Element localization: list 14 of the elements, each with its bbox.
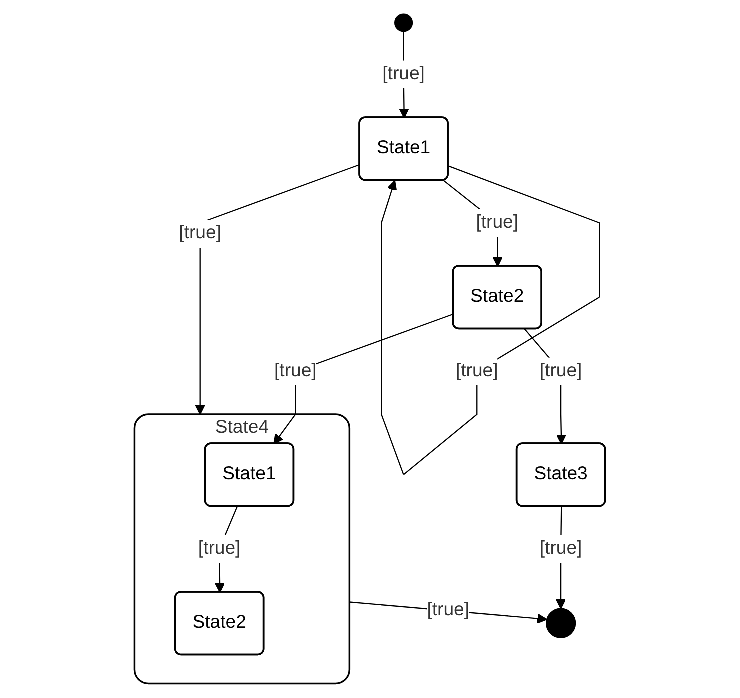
cluster bbox=[134, 414, 351, 685]
arrow bbox=[195, 164, 360, 416]
edge-label: [true] bbox=[198, 538, 241, 558]
node-circle bbox=[546, 608, 576, 638]
edge-label: [true] bbox=[540, 361, 582, 381]
edge-label: [true] bbox=[179, 224, 222, 244]
edge-label: [true] bbox=[456, 361, 498, 381]
edge-label: [true] bbox=[427, 600, 470, 620]
arrow bbox=[274, 314, 454, 445]
edge-label: [true] bbox=[540, 538, 582, 558]
edge-label: [true] bbox=[382, 64, 425, 84]
node-circle bbox=[394, 14, 414, 32]
edge-label: [true] bbox=[274, 361, 317, 381]
edge-label: [true] bbox=[476, 212, 519, 232]
